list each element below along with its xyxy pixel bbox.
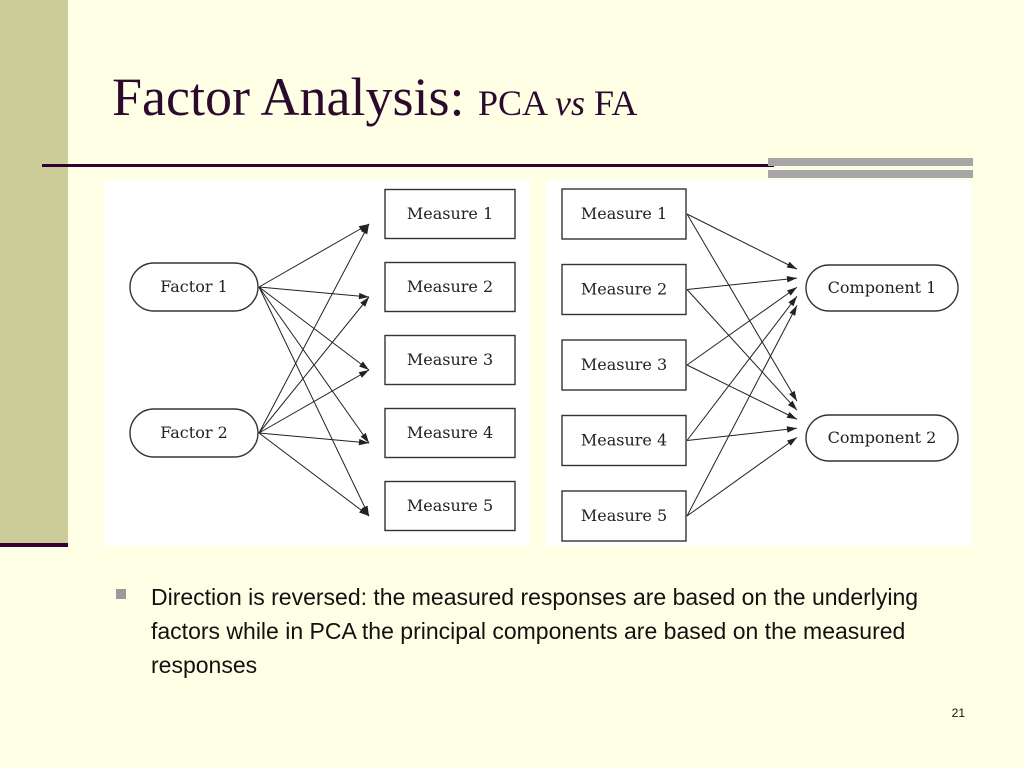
left-band-underline bbox=[0, 543, 68, 547]
edge-measure-5-to-component-1 bbox=[686, 305, 798, 517]
pca-node-measure-1-label: Measure 1 bbox=[581, 204, 667, 223]
decorative-gray-bar-top bbox=[768, 158, 973, 166]
pca-diagram-panel: Measure 1 Measure 2 Measure 3 Measure 4 Meas… bbox=[546, 180, 972, 546]
fa-node-measure-5: Measure 5 bbox=[384, 480, 516, 532]
pca-node-component-1-label: Component 1 bbox=[828, 278, 937, 297]
pca-node-component-1: Component 1 bbox=[805, 264, 959, 312]
edge-factor-2-to-measure-5 bbox=[258, 432, 370, 517]
pca-node-measure-5: Measure 5 bbox=[561, 490, 687, 542]
pca-node-measure-1: Measure 1 bbox=[561, 188, 687, 240]
edge-measure-4-to-component-1 bbox=[686, 295, 798, 441]
fa-node-measure-4-label: Measure 4 bbox=[407, 423, 493, 442]
fa-node-factor-1-label: Factor 1 bbox=[160, 277, 228, 296]
edge-measure-2-to-component-1 bbox=[686, 276, 798, 290]
pca-node-component-2: Component 2 bbox=[805, 414, 959, 462]
edge-measure-2-to-component-2 bbox=[686, 289, 798, 411]
fa-node-measure-2: Measure 2 bbox=[384, 261, 516, 313]
pca-node-measure-4: Measure 4 bbox=[561, 414, 687, 467]
title-fa: FA bbox=[585, 83, 638, 123]
fa-diagram-panel: Factor 1 Factor 2 Measure 1 Measure 2 Measur… bbox=[104, 180, 530, 546]
edge-measure-1-to-component-2 bbox=[686, 213, 798, 402]
fa-node-measure-1-label: Measure 1 bbox=[407, 204, 493, 223]
fa-node-measure-3-label: Measure 3 bbox=[407, 350, 493, 369]
fa-node-measure-2-label: Measure 2 bbox=[407, 277, 493, 296]
edge-measure-4-to-component-2 bbox=[686, 426, 798, 441]
fa-node-factor-2: Factor 2 bbox=[129, 408, 259, 458]
fa-diagram: Factor 1 Factor 2 Measure 1 Measure 2 Measur… bbox=[129, 188, 516, 532]
fa-node-measure-5-label: Measure 5 bbox=[407, 496, 493, 515]
pca-node-measure-3-label: Measure 3 bbox=[581, 355, 667, 374]
fa-node-measure-4: Measure 4 bbox=[384, 407, 516, 459]
pca-node-measure-5-label: Measure 5 bbox=[581, 506, 667, 525]
pca-node-measure-2: Measure 2 bbox=[561, 263, 687, 316]
pca-diagram: Measure 1 Measure 2 Measure 3 Measure 4 Meas… bbox=[561, 188, 959, 542]
page-number: 21 bbox=[951, 706, 965, 720]
edge-factor-2-to-measure-3 bbox=[258, 369, 370, 434]
decorative-gray-bar-bottom bbox=[768, 170, 973, 178]
bullet-text: Direction is reversed: the measured resp… bbox=[151, 584, 919, 678]
pca-node-measure-4-label: Measure 4 bbox=[581, 431, 667, 450]
title-main: Factor Analysis: bbox=[112, 67, 478, 127]
edge-factor-2-to-measure-1 bbox=[258, 223, 370, 434]
edge-factor-2-to-measure-4 bbox=[258, 432, 370, 446]
pca-node-measure-3: Measure 3 bbox=[561, 339, 687, 391]
edge-measure-1-to-component-1 bbox=[686, 213, 798, 270]
slide-title: Factor Analysis: PCA vs FA bbox=[112, 62, 637, 138]
edge-measure-3-to-component-2 bbox=[686, 364, 798, 420]
title-divider-line bbox=[42, 164, 774, 167]
fa-node-measure-1: Measure 1 bbox=[384, 188, 516, 240]
pca-node-measure-2-label: Measure 2 bbox=[581, 280, 667, 299]
bullet-marker bbox=[116, 589, 126, 599]
edge-measure-5-to-component-2 bbox=[686, 436, 798, 517]
left-decorative-band bbox=[0, 0, 68, 545]
title-pca: PCA bbox=[477, 83, 556, 123]
edge-factor-1-to-measure-2 bbox=[258, 286, 370, 300]
fa-node-factor-2-label: Factor 2 bbox=[160, 423, 228, 442]
edge-factor-1-to-measure-1 bbox=[258, 223, 370, 288]
title-vs: vs bbox=[555, 83, 586, 123]
edge-measure-3-to-component-1 bbox=[686, 286, 798, 366]
edge-factor-2-to-measure-2 bbox=[258, 296, 370, 434]
fa-node-measure-3: Measure 3 bbox=[384, 334, 516, 386]
fa-node-factor-1: Factor 1 bbox=[129, 262, 259, 312]
pca-node-component-2-label: Component 2 bbox=[828, 428, 937, 447]
